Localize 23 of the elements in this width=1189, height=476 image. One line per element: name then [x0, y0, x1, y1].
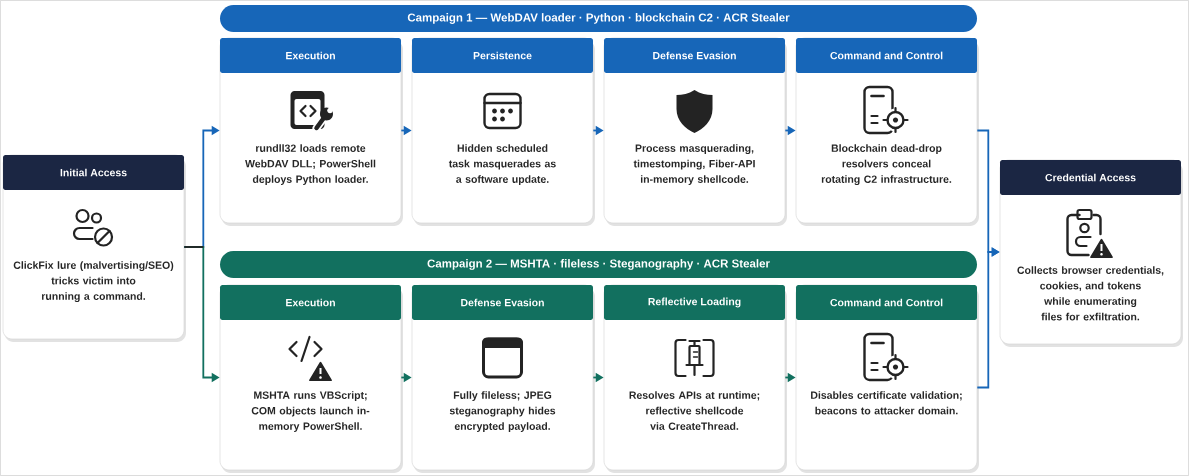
card-text: rundll32 loads remote WebDAV DLL; PowerShell deploys Python loader. [245, 144, 376, 185]
card-header: Credential Access [1000, 160, 1181, 195]
campaign-banner: Campaign 1 — WebDAV loader · Python · blockchain C2 · ACR Stealer [220, 5, 977, 32]
card-text: Fully fileless; JPEG steganography hides encrypted payload. [449, 391, 556, 432]
card-header: Execution [220, 38, 401, 73]
card-text: Collects browser credentials, cookies, and tokens while enumerating files for exfiltration. [1017, 266, 1164, 321]
connector-line [183, 246, 205, 248]
card-text: Disables certificate validation; beacons to attacker domain. [811, 391, 962, 415]
card-text: Resolves APIs at runtime; reflective shellcode via CreateThread. [629, 391, 760, 430]
card-text: Blockchain dead-drop resolvers conceal rotating C2 infrastructure. [821, 144, 952, 186]
card-header: Persistence [412, 38, 593, 73]
card-header: Defense Evasion [604, 38, 785, 73]
card-header: Initial Access [3, 155, 184, 190]
card-text: Hidden scheduled task masquerades as a software update. [448, 144, 556, 185]
card-header: Command and Control [796, 285, 977, 320]
card-text: ClickFix lure (malvertising/SEO) tricks victim into running a command. [13, 261, 174, 303]
card-text: MSHTA runs VBScript; COM objects launch in-memory PowerShell. [251, 391, 370, 432]
card-text: Process masquerading, timestomping, Fiber-API in-memory shellcode. [633, 144, 755, 185]
card-header: Reflective Loading [604, 285, 785, 320]
card-header: Execution [220, 285, 401, 320]
campaign-banner: Campaign 2 — MSHTA · fileless · Steganography · ACR Stealer [220, 251, 977, 278]
card-header: Defense Evasion [412, 285, 593, 320]
card-header: Command and Control [796, 38, 977, 73]
